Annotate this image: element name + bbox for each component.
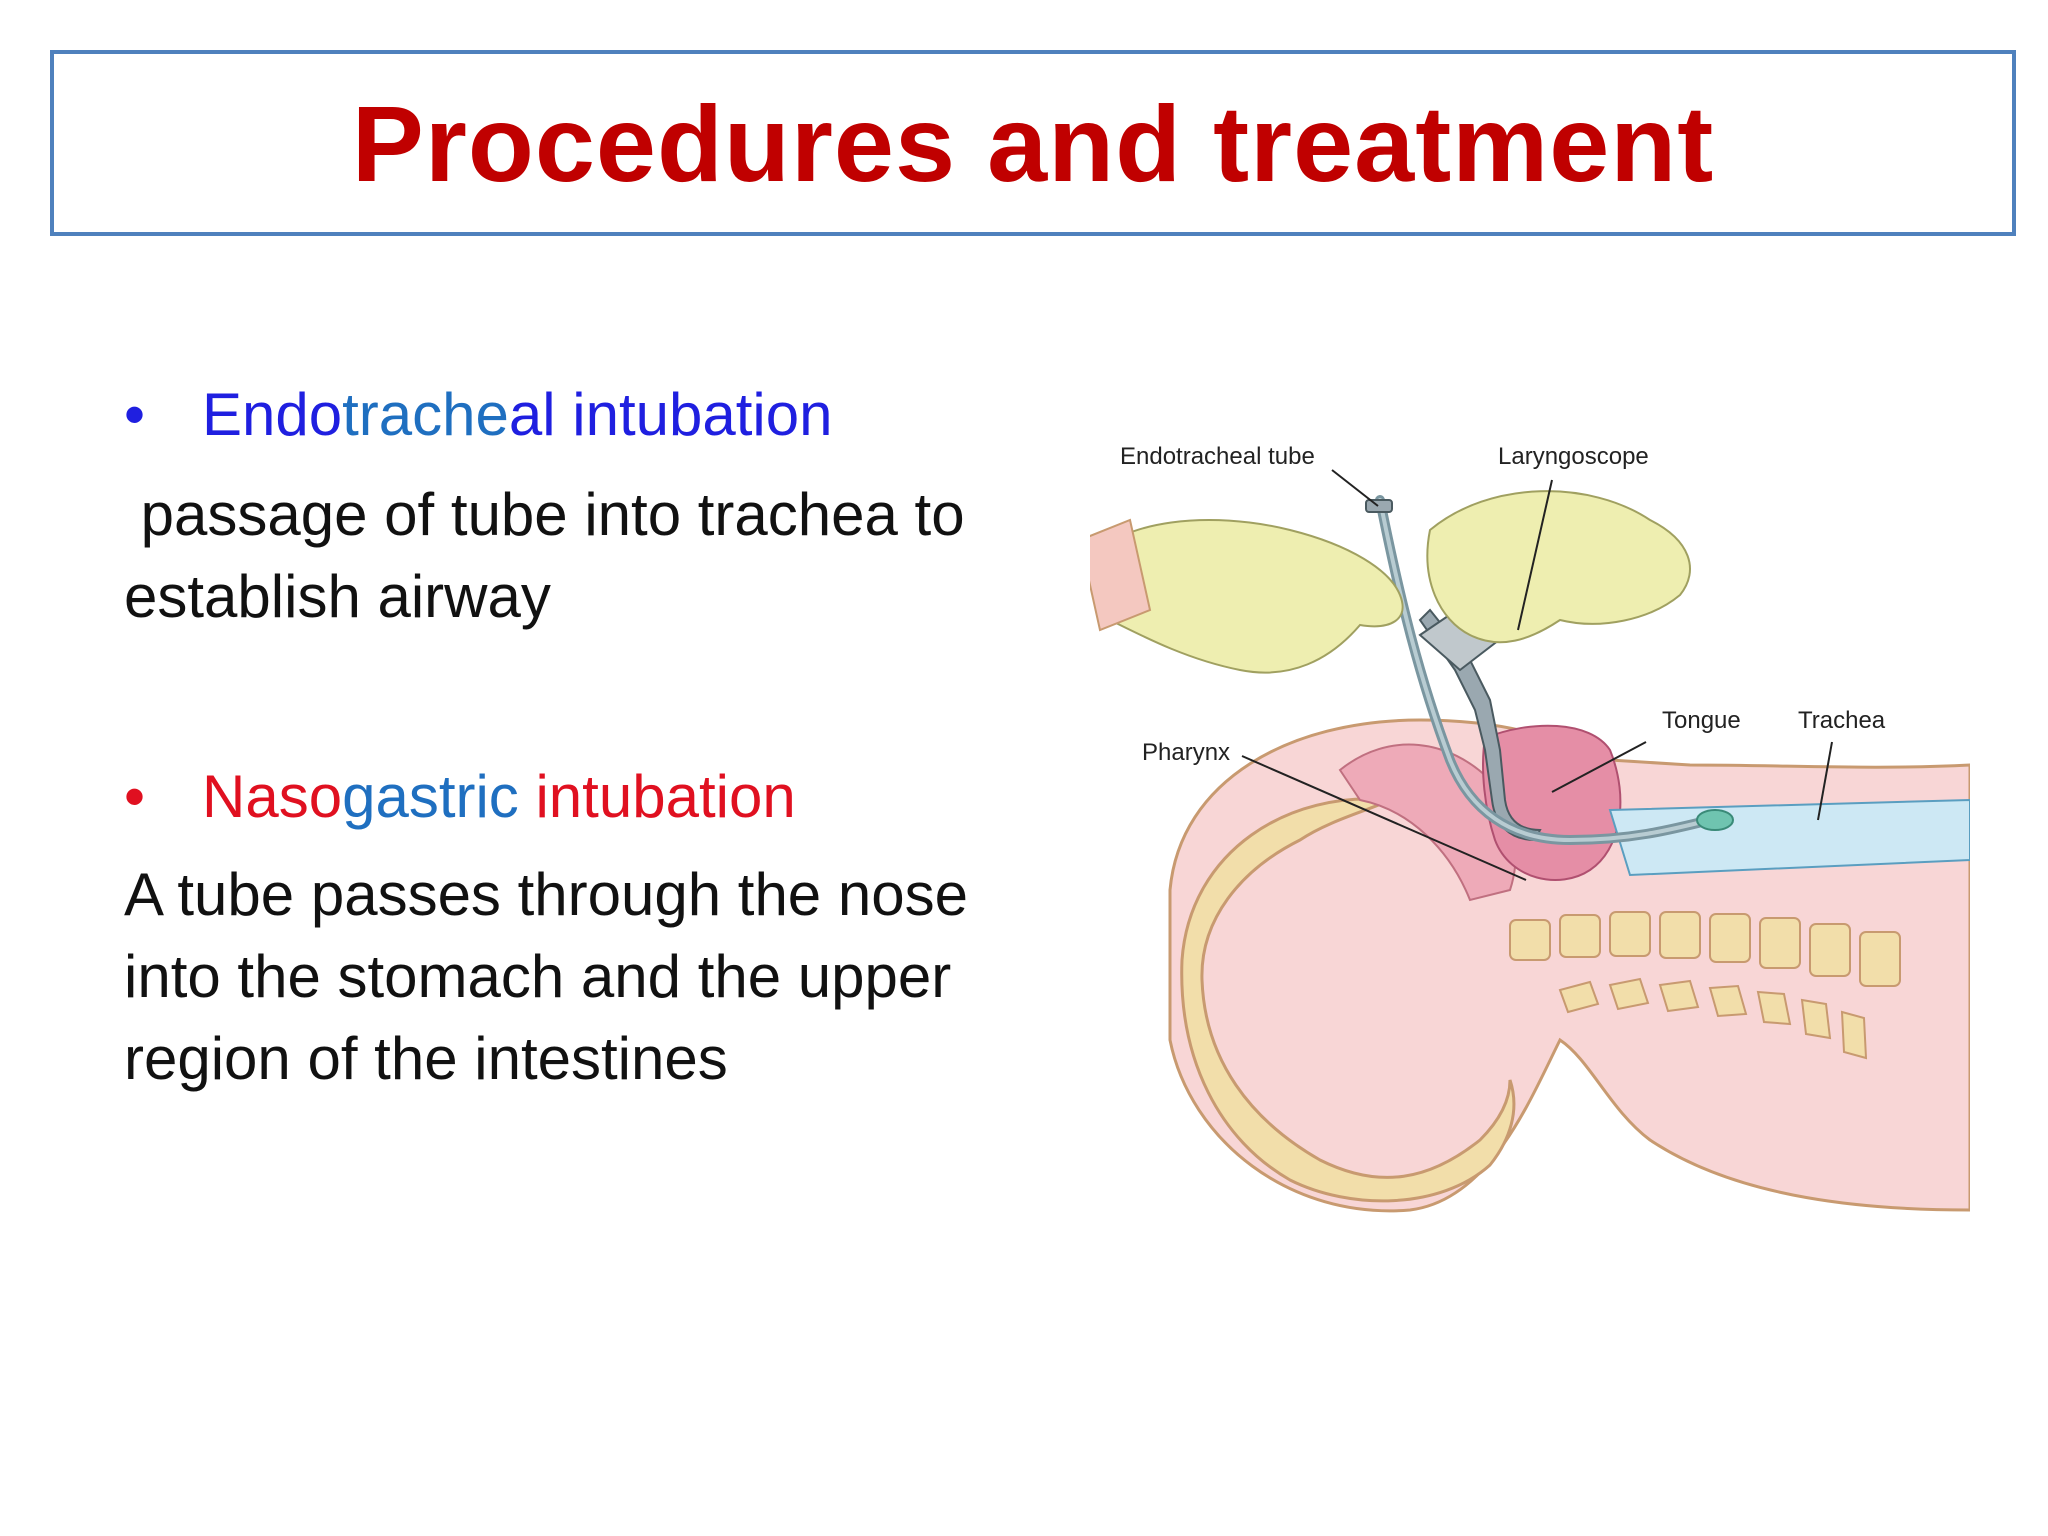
intubation-illustration: Endotracheal tube Laryngoscope Tongue Tr…: [1090, 443, 1970, 1213]
bullet1-part-3: al intubation: [508, 381, 833, 448]
bullet-nasogastric: •Nasogastric intubation: [124, 767, 796, 827]
bullet-endotracheal: •Endotracheal intubation: [124, 385, 833, 445]
bullet2-desc-line-2: into the stomach and the upper: [124, 943, 952, 1010]
bullet2-part-2: gastric: [342, 763, 519, 830]
label-endotracheal-tube: Endotracheal tube: [1120, 443, 1315, 470]
bullet1-desc-line-1: passage of tube into trachea to: [124, 481, 965, 548]
label-laryngoscope: Laryngoscope: [1498, 443, 1649, 470]
label-leaders: [1241, 469, 1833, 881]
bullet2-part-3: intubation: [518, 763, 796, 830]
label-tongue: Tongue: [1662, 707, 1741, 734]
tube-cuff: [1696, 809, 1734, 831]
left-glove-hand: [1090, 519, 1404, 674]
label-pharynx: Pharynx: [1142, 739, 1230, 766]
bullet1-desc-line-2: establish airway: [124, 563, 551, 630]
right-glove-hand: [1426, 490, 1691, 644]
page-title: Procedures and treatment: [351, 82, 1715, 204]
bullet-dot: •: [124, 763, 146, 830]
spinous-processes: [1558, 977, 1868, 1060]
bullet2-desc-line-3: region of the intestines: [124, 1025, 728, 1092]
bullet1-description: passage of tube into trachea to establish…: [124, 474, 965, 638]
bullet1-part-1: Endo: [202, 381, 343, 448]
tube-connector: [1365, 499, 1393, 513]
label-trachea: Trachea: [1798, 707, 1886, 734]
bullet1-part-2: trache: [342, 381, 509, 448]
title-box: Procedures and treatment: [50, 50, 2016, 236]
left-forearm: [1090, 518, 1152, 632]
endotracheal-tube-inner: [1378, 498, 1712, 843]
bullet-dot: •: [124, 381, 146, 448]
bullet2-part-1: Naso: [202, 763, 343, 830]
vertebrae: [1509, 911, 1901, 987]
bullet2-description: A tube passes through the nose into the s…: [124, 854, 968, 1100]
bullet2-desc-line-1: A tube passes through the nose: [124, 861, 968, 928]
